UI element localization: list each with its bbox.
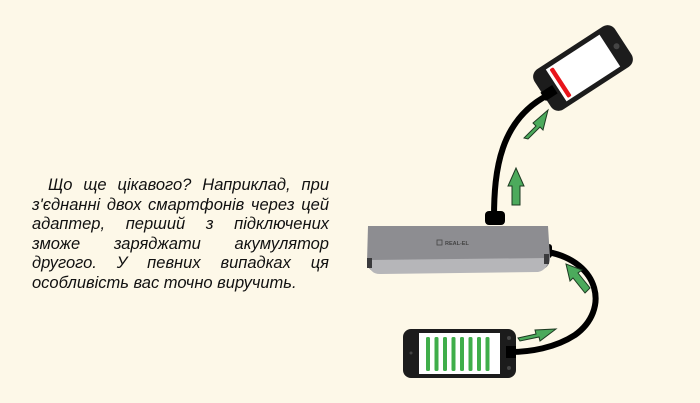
arrow-right-icon	[517, 328, 558, 342]
arrow-up-icon	[507, 166, 525, 206]
arrow-diagonal-icon	[523, 108, 549, 140]
hub-brand-label: REAL-EL	[445, 241, 469, 247]
flow-arrows	[507, 108, 591, 342]
battery-low-bar	[549, 67, 572, 98]
description-paragraph: Що ще цікавого? Наприклад, при з'єднанні…	[32, 176, 329, 292]
brand-logo-icon	[436, 239, 443, 246]
plug-top	[485, 211, 505, 225]
phone-top	[533, 25, 633, 111]
phone-bottom	[403, 329, 516, 378]
arrow-up-left-icon	[565, 263, 591, 294]
usb-hub: REAL-EL	[367, 226, 550, 274]
cable-bottom	[509, 249, 599, 355]
battery-full-bars	[426, 337, 490, 371]
cable-top	[491, 92, 550, 219]
